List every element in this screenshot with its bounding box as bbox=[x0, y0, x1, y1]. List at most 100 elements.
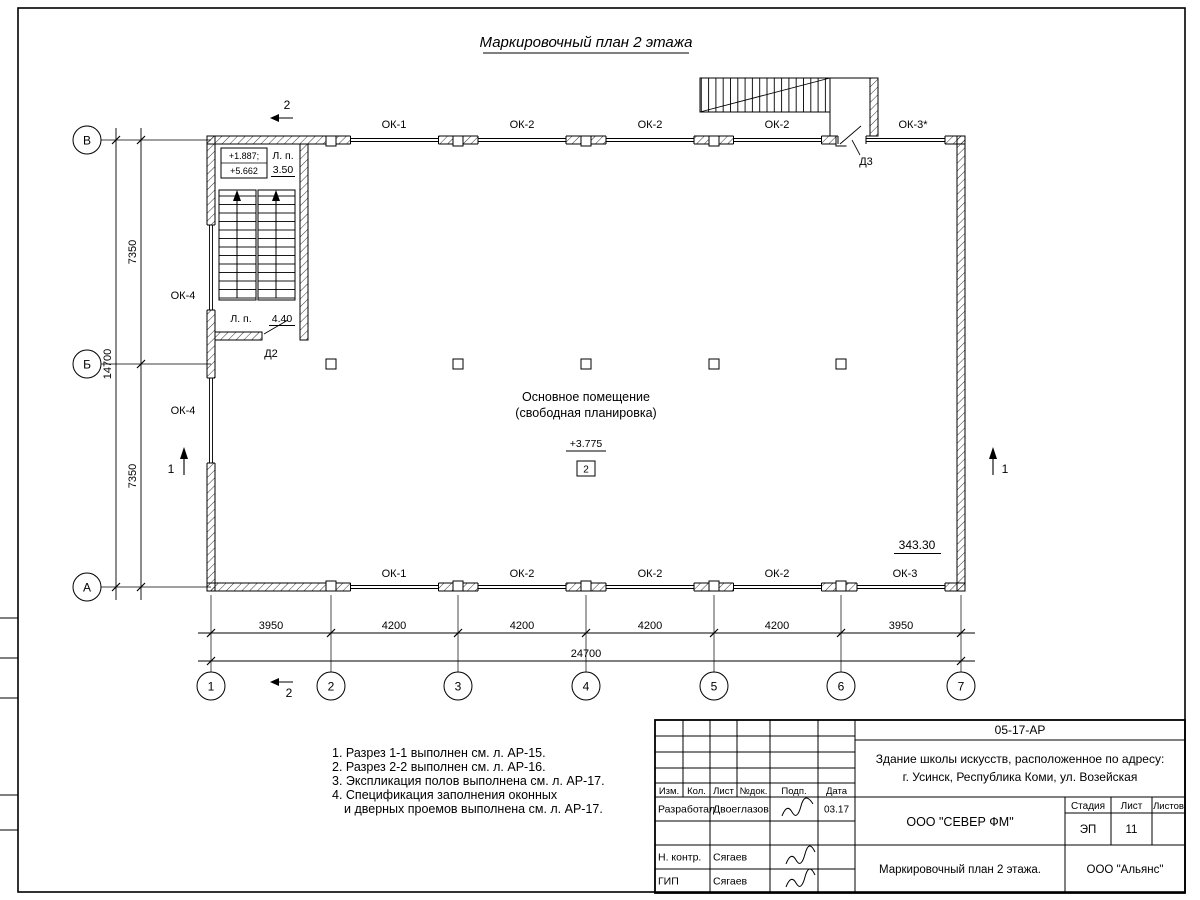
room-name: Основное помещение bbox=[522, 390, 650, 404]
landing-top-value: 3.50 bbox=[273, 164, 294, 176]
door-label-d3: Д3 bbox=[859, 156, 873, 168]
signature-icon bbox=[785, 868, 816, 888]
drawing-title: Маркировочный план 2 этажа bbox=[480, 34, 693, 54]
section-arrow-icon bbox=[270, 114, 279, 122]
window-label: ОК-2 bbox=[765, 568, 790, 580]
dimensions-left: 7350 7350 14700 bbox=[102, 128, 146, 600]
room-area: 343.30 bbox=[899, 538, 936, 552]
name-developed: Двоеглазов bbox=[713, 804, 769, 816]
title-block: 05-17-АР Здание школы искусств, располож… bbox=[654, 719, 1186, 894]
room-number: 2 bbox=[583, 465, 589, 476]
dim-label: 4200 bbox=[510, 620, 534, 632]
section-1-right: 1 bbox=[1002, 462, 1009, 476]
stair-elevation-1: +1.887; bbox=[229, 151, 259, 161]
axis-label: 2 bbox=[328, 680, 335, 694]
window-label: ОК-4 bbox=[171, 290, 196, 302]
doc-number: 05-17-АР bbox=[995, 723, 1046, 737]
window-label: ОК-3 bbox=[893, 568, 918, 580]
dim-total-label: 14700 bbox=[102, 349, 114, 380]
section-arrow-icon bbox=[180, 447, 188, 459]
window-label: ОК-2 bbox=[638, 568, 663, 580]
stage-label: Стадия bbox=[1071, 801, 1105, 812]
stairwell: +1.887; +5.662 Л. п. 3.50 Л. п. 4.40 Д2 bbox=[214, 143, 309, 360]
note-line: 1. Разрез 1-1 выполнен см. л. АР-15. bbox=[332, 746, 546, 760]
axis-label: В bbox=[83, 134, 91, 148]
stage-value: ЭП bbox=[1080, 824, 1097, 836]
sheet-value: 11 bbox=[1126, 824, 1138, 836]
axis-label: Б bbox=[83, 358, 91, 372]
name-gip: Сягаев bbox=[713, 876, 748, 888]
note-line: 2. Разрез 2-2 выполнен см. л. АР-16. bbox=[332, 760, 546, 774]
section-2-top: 2 bbox=[284, 98, 291, 112]
col-header: Лист bbox=[713, 786, 734, 797]
window-label: ОК-3* bbox=[898, 119, 928, 131]
date-developed: 03.17 bbox=[824, 805, 849, 816]
door-d3: Д3 bbox=[837, 125, 873, 168]
dim-label: 3950 bbox=[259, 620, 283, 632]
sheet-label: Лист bbox=[1121, 801, 1143, 812]
dim-label: 4200 bbox=[765, 620, 789, 632]
window-labels-top: ОК-1 ОК-2 ОК-2 ОК-2 ОК-3* bbox=[382, 119, 929, 131]
sheet-frame bbox=[0, 7, 1186, 893]
note-line: 3. Экспликация полов выполнена см. л. АР… bbox=[332, 774, 605, 788]
stair-arrow-icon bbox=[233, 190, 241, 201]
door-leaf-d3 bbox=[839, 125, 862, 145]
page-title: Маркировочный план 2 этажа bbox=[480, 34, 693, 51]
windows-left bbox=[206, 224, 216, 464]
window-labels-bottom: ОК-1 ОК-2 ОК-2 ОК-2 ОК-3 bbox=[382, 568, 918, 580]
signature-icon bbox=[785, 845, 816, 865]
dimensions-bottom: 3950 4200 4200 4200 4200 3950 24700 bbox=[198, 620, 975, 666]
axis-label: 3 bbox=[455, 680, 462, 694]
axis-label: 7 bbox=[958, 680, 965, 694]
company2-name: ООО "Альянс" bbox=[1087, 864, 1164, 876]
section-marks: 1 1 2 2 bbox=[168, 98, 1009, 700]
windows-bottom bbox=[350, 582, 946, 592]
project-line-2: г. Усинск, Республика Коми, ул. Возейска… bbox=[903, 770, 1138, 784]
axis-bubbles-left: В Б А bbox=[72, 125, 102, 602]
notes: 1. Разрез 1-1 выполнен см. л. АР-15. 2. … bbox=[332, 746, 605, 816]
col-header: №док. bbox=[740, 786, 768, 797]
col-header: Подп. bbox=[781, 786, 806, 797]
section-2-bottom: 2 bbox=[286, 686, 293, 700]
role-gip: ГИП bbox=[658, 876, 679, 888]
stair-arrow-icon bbox=[272, 190, 280, 201]
dim-label: 4200 bbox=[638, 620, 662, 632]
signature-icon bbox=[781, 797, 814, 817]
door-label-d2: Д2 bbox=[264, 348, 278, 360]
project-line-1: Здание школы искусств, расположенное по … bbox=[876, 752, 1165, 766]
windows-top bbox=[350, 134, 946, 146]
section-arrow-icon bbox=[270, 678, 279, 686]
name-ncontr: Сягаев bbox=[713, 852, 748, 864]
section-arrow-icon bbox=[989, 447, 997, 459]
note-line: и дверных проемов выполнена см. л. АР-17… bbox=[344, 802, 603, 816]
role-developed: Разработал bbox=[658, 804, 715, 816]
window-label: ОК-2 bbox=[510, 568, 535, 580]
axis-bubbles-bottom: 1 2 3 4 5 6 7 bbox=[196, 671, 976, 701]
dim-label: 4200 bbox=[382, 620, 406, 632]
drawing-name: Маркировочный план 2 этажа. bbox=[879, 864, 1041, 876]
window-label: ОК-1 bbox=[382, 568, 407, 580]
window-label: ОК-4 bbox=[171, 405, 196, 417]
column-markers bbox=[325, 135, 847, 592]
col-header: Дата bbox=[826, 786, 848, 797]
exterior-stair bbox=[699, 77, 879, 137]
dim-total-label: 24700 bbox=[571, 648, 602, 660]
company-name: ООО "СЕВЕР ФМ" bbox=[906, 815, 1013, 829]
axis-label: 1 bbox=[208, 680, 215, 694]
room-subtitle: (свободная планировка) bbox=[515, 406, 656, 420]
dim-label: 3950 bbox=[889, 620, 913, 632]
dim-label: 7350 bbox=[127, 240, 139, 264]
axis-label: А bbox=[83, 581, 91, 595]
role-ncontr: Н. контр. bbox=[658, 852, 701, 864]
window-label: ОК-1 bbox=[382, 119, 407, 131]
window-label: ОК-2 bbox=[510, 119, 535, 131]
section-1-left: 1 bbox=[168, 462, 175, 476]
landing-top-label: Л. п. bbox=[272, 150, 293, 162]
room-labels: Основное помещение (свободная планировка… bbox=[515, 390, 941, 554]
axis-label: 6 bbox=[838, 680, 845, 694]
col-header: Изм. bbox=[659, 786, 679, 797]
landing-bottom-label: Л. п. bbox=[230, 313, 251, 325]
window-labels-left: ОК-4 ОК-4 bbox=[171, 290, 196, 417]
